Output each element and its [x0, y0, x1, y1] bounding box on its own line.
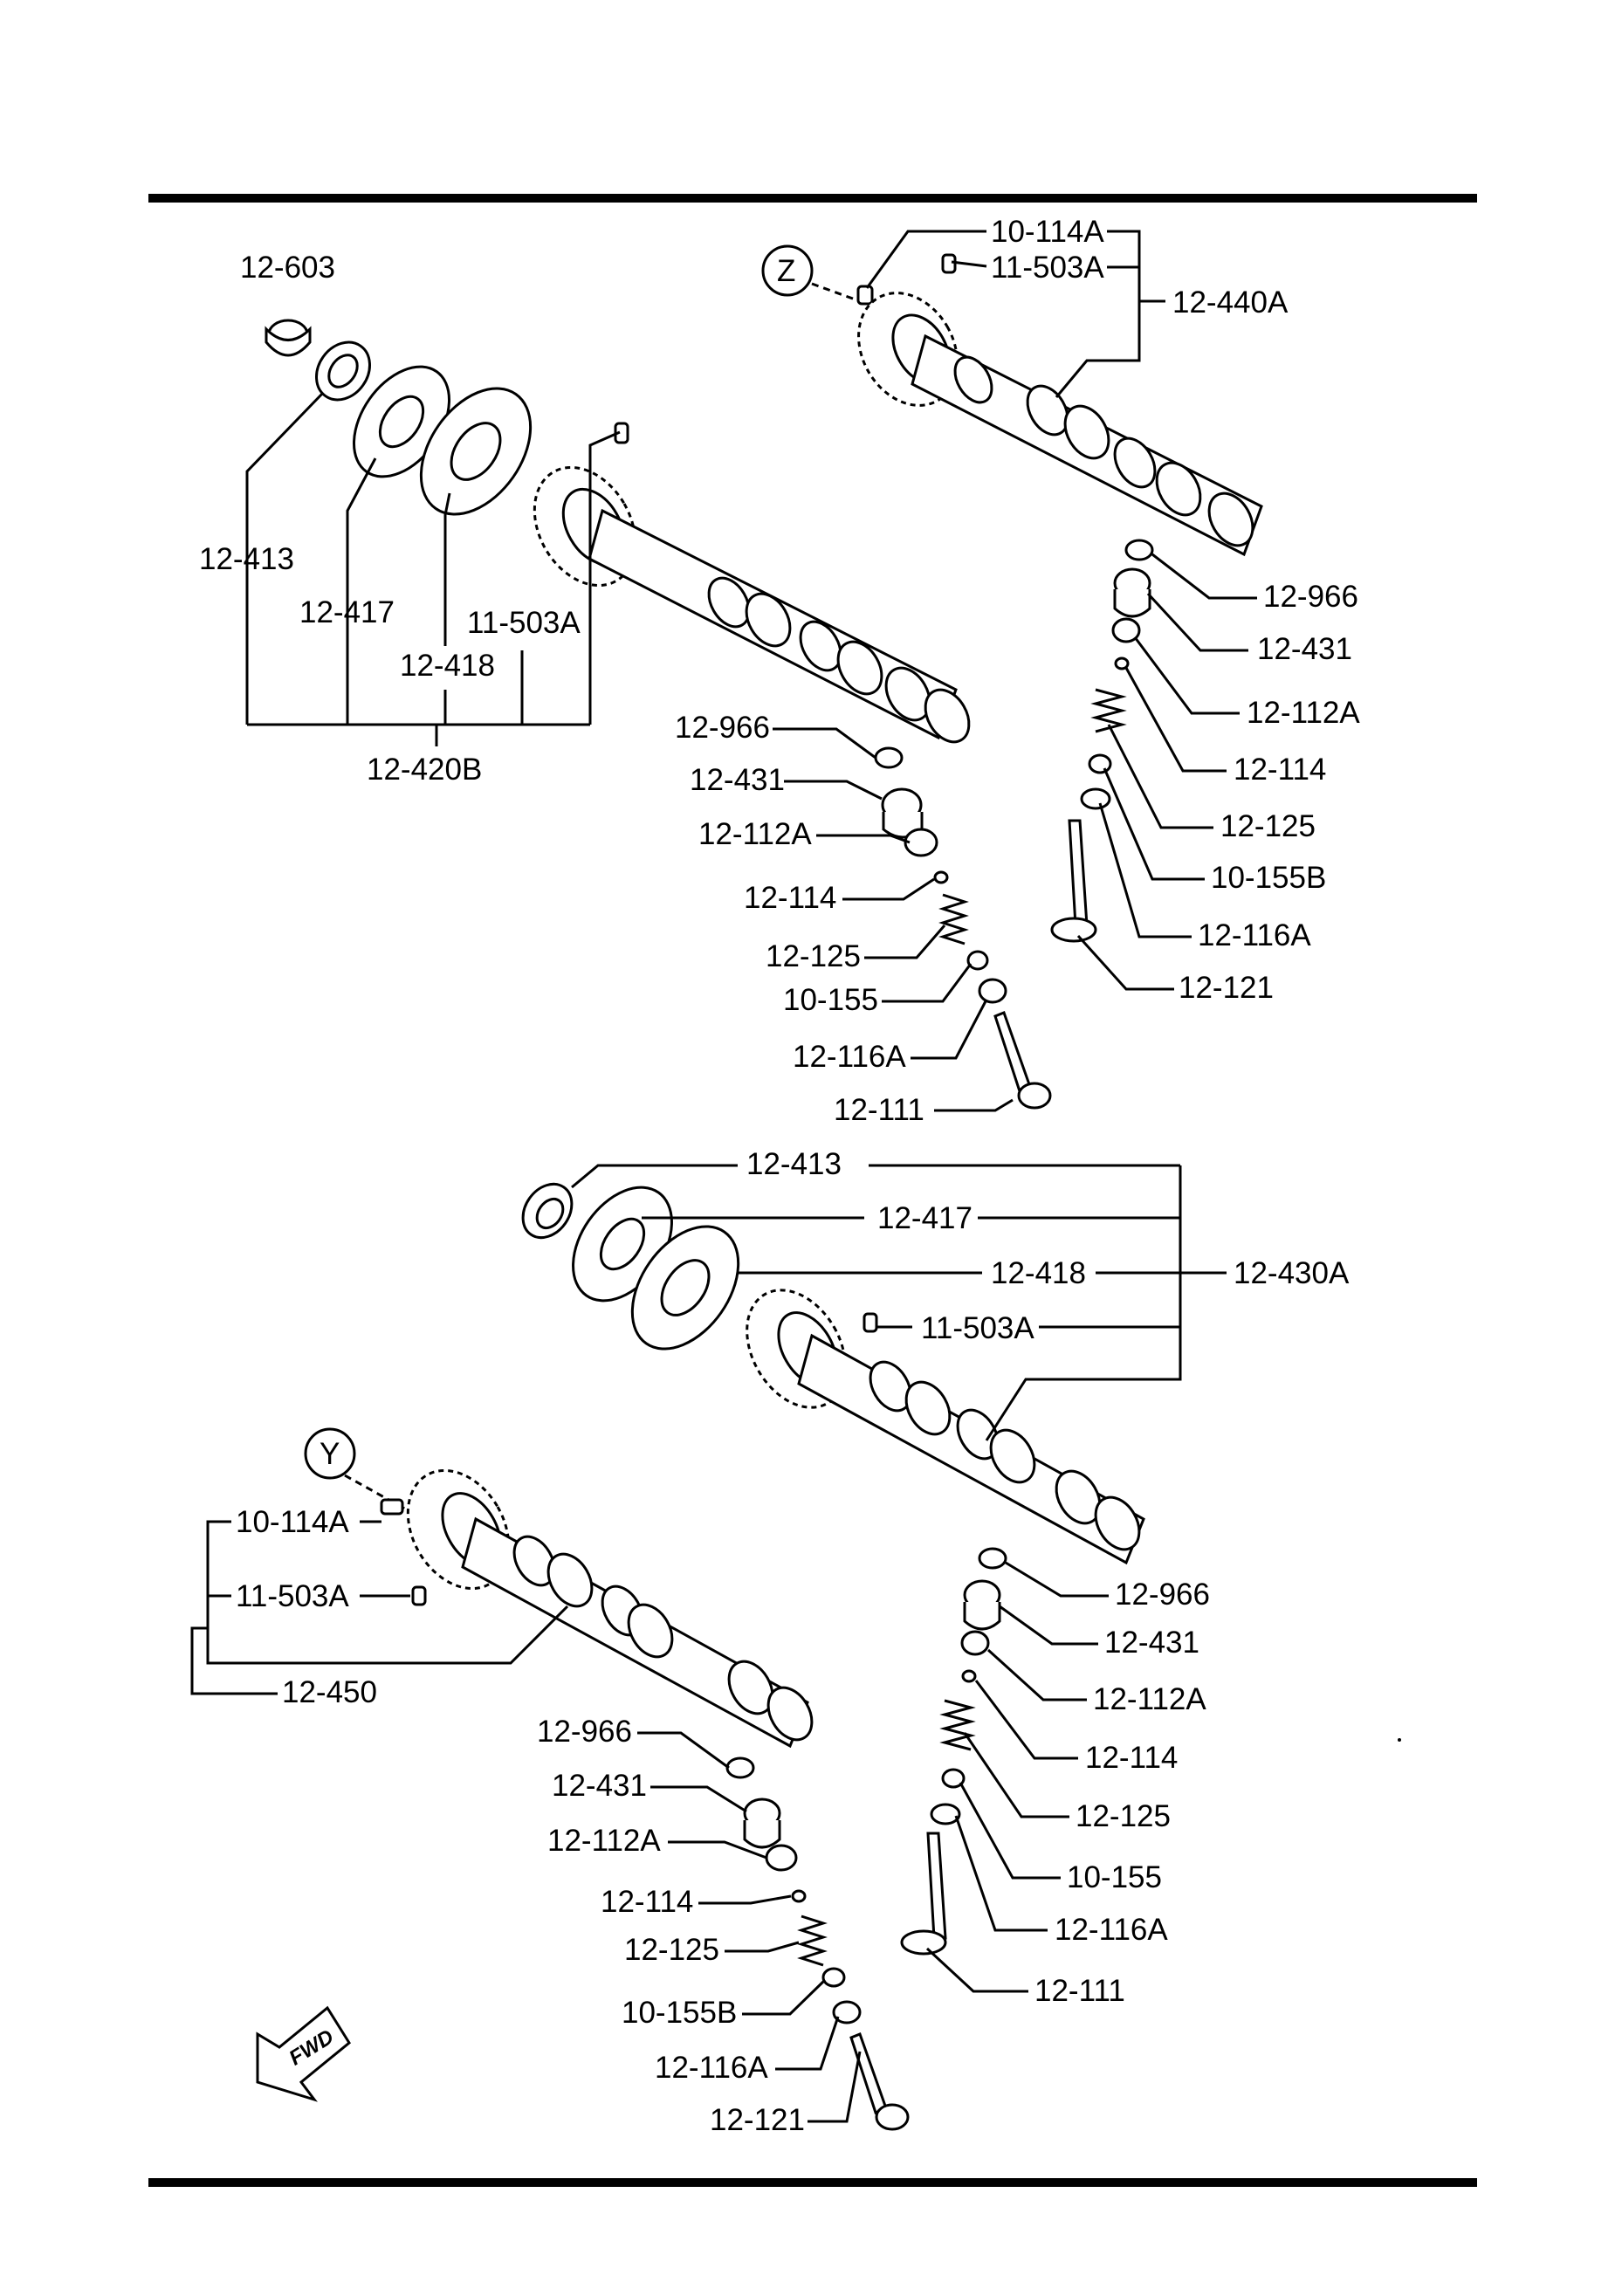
label-v4-5: 10-155B: [622, 1996, 737, 2030]
label-v3-2: 12-112A: [1093, 1682, 1206, 1716]
label-assy: 12-440A: [1172, 285, 1289, 320]
camshaft-part: [406, 1468, 814, 1749]
label-v4-1: 12-431: [552, 1769, 647, 1803]
forward-arrow-icon: FWD: [256, 2005, 351, 2102]
label-pin: 11-503A: [921, 1311, 1034, 1345]
label-v1-7: 12-111: [834, 1093, 924, 1127]
camshaft-group-12-440a: Z 10-114A 11-503A 12-440A: [761, 215, 1360, 1005]
view-z-circle: [761, 244, 814, 297]
label-set: 12-413: [746, 1147, 842, 1181]
label-v4-2: 12-112A: [547, 1824, 661, 1858]
washer-12-418-part: [630, 1225, 740, 1351]
view-z-label: Z: [777, 254, 795, 288]
label-v2-7: 12-121: [1179, 971, 1274, 1005]
label-v1-6: 12-116A: [793, 1040, 906, 1074]
camshaft-part: [533, 465, 971, 744]
label-washer2: 12-418: [400, 649, 495, 683]
label-assy: 12-430A: [1234, 1256, 1350, 1290]
seal-cap-part: [265, 319, 312, 357]
label-v3-5: 10-155: [1067, 1860, 1162, 1894]
label-v1-0: 12-966: [675, 711, 770, 745]
label-v3-1: 12-431: [1104, 1626, 1199, 1660]
label-v2-6: 12-116A: [1198, 918, 1311, 952]
valve-stack-2-parts: [1050, 539, 1154, 943]
label-v4-7: 12-121: [710, 2103, 805, 2137]
oil-seal-part: [315, 340, 371, 402]
label-v1-3: 12-114: [744, 881, 836, 915]
camshaft-group-12-430a: 12-413 12-417 12-418 11-503A 12-430A 12-…: [521, 1147, 1350, 2008]
label-pin1: 10-114A: [236, 1505, 349, 1539]
label-v4-3: 12-114: [601, 1885, 693, 1919]
washer-12-418-part: [419, 387, 533, 516]
pin2-part: [411, 1585, 427, 1606]
view-y-circle: [304, 1427, 356, 1480]
label-v3-0: 12-966: [1115, 1578, 1210, 1612]
view-y-label: Y: [320, 1437, 340, 1471]
label-seal: 12-603: [240, 251, 335, 285]
label-v4-6: 12-116A: [655, 2051, 768, 2085]
label-assy: 12-450: [282, 1675, 377, 1709]
label-v3-6: 12-116A: [1055, 1913, 1168, 1947]
label-washer1: 12-417: [877, 1201, 973, 1235]
valve-stack-1-parts: [874, 746, 1052, 1110]
label-v1-1: 12-431: [690, 763, 785, 797]
camshaft-part: [857, 292, 1263, 557]
label-v2-0: 12-966: [1263, 580, 1358, 614]
label-v1-5: 10-155: [783, 983, 878, 1017]
label-assy: 12-420B: [367, 753, 482, 787]
label-v3-3: 12-114: [1085, 1741, 1178, 1775]
label-v4-4: 12-125: [624, 1933, 719, 1967]
label-v3-7: 12-111: [1034, 1974, 1125, 2008]
camshaft-part: [746, 1289, 1145, 1565]
label-v2-3: 12-114: [1234, 753, 1326, 787]
label-v3-4: 12-125: [1076, 1799, 1171, 1833]
label-v2-2: 12-112A: [1247, 696, 1360, 730]
label-washer2: 12-418: [991, 1256, 1086, 1290]
label-v2-1: 12-431: [1257, 632, 1352, 666]
pin2-part: [941, 253, 957, 274]
label-v1-2: 12-112A: [698, 817, 812, 851]
pin1-part: [856, 285, 874, 306]
label-v2-5: 10-155B: [1211, 861, 1326, 895]
label-pin2: 11-503A: [236, 1579, 349, 1613]
label-pin2: 11-503A: [991, 251, 1104, 285]
label-pin: 11-503A: [467, 606, 581, 640]
pin-part: [863, 1312, 878, 1333]
camshaft-group-12-420b: 12-603 12-413 12-417 12-418 11-503A 12-4…: [199, 251, 1052, 1127]
oil-seal-part: [521, 1182, 574, 1240]
label-v2-4: 12-125: [1220, 809, 1316, 843]
label-v4-0: 12-966: [537, 1715, 632, 1749]
pin1-part: [380, 1498, 404, 1516]
camshaft-group-12-450: Y 10-114A 11-503A 12-450: [190, 1427, 910, 2137]
stray-dot: [1398, 1738, 1401, 1742]
valve-stack-3-parts: [900, 1547, 1007, 1956]
label-pin1: 10-114A: [991, 215, 1104, 249]
label-v1-4: 12-125: [766, 939, 861, 973]
